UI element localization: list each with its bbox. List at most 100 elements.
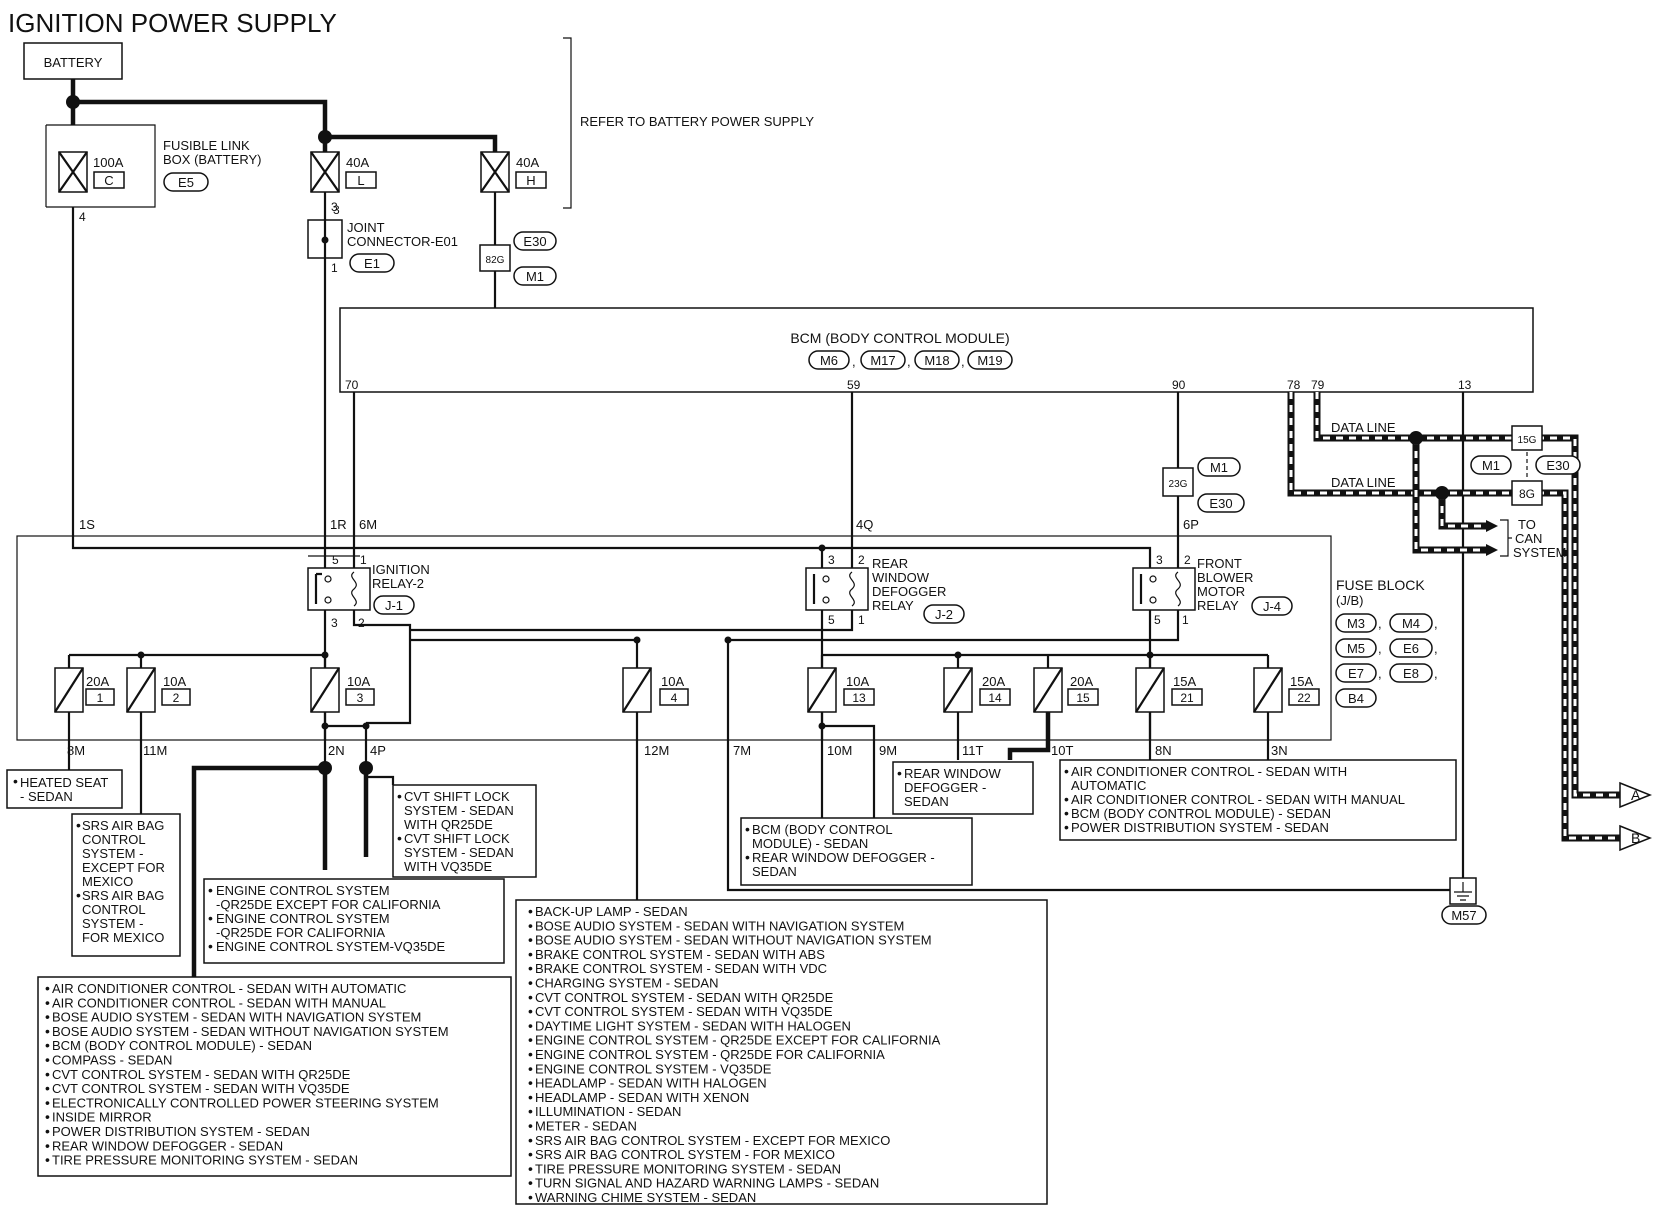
svg-text:13: 13 (852, 691, 866, 705)
svg-text:SYSTEM - SEDAN: SYSTEM - SEDAN (404, 803, 514, 818)
svg-text:•: • (745, 849, 750, 865)
svg-text:DEFOGGER: DEFOGGER (872, 584, 946, 599)
svg-text:SEDAN: SEDAN (752, 864, 797, 879)
fusible-link-40a-h: 40A H (480, 151, 547, 193)
svg-text:ENGINE CONTROL SYSTEM-VQ35DE: ENGINE CONTROL SYSTEM-VQ35DE (216, 939, 446, 954)
svg-text:•: • (76, 887, 81, 903)
list-bullet: • (528, 1046, 533, 1062)
fusible-link-100a: 100A C 4 (58, 151, 125, 224)
fuse-22: 15A 22 (1253, 667, 1320, 713)
to-can-system-line-1: TO (1518, 517, 1536, 532)
list-bullet: • (528, 989, 533, 1005)
svg-text:5: 5 (1154, 613, 1161, 627)
list-bullet: • (528, 1118, 533, 1134)
svg-text:1: 1 (360, 553, 367, 567)
svg-text:2: 2 (1184, 553, 1191, 567)
svg-text:WINDOW: WINDOW (872, 570, 930, 585)
svg-text:M1: M1 (1210, 460, 1228, 475)
list-item: BOSE AUDIO SYSTEM - SEDAN WITH NAVIGATIO… (535, 918, 904, 933)
svg-text:SYSTEM - SEDAN: SYSTEM - SEDAN (404, 845, 514, 860)
list-item: TIRE PRESSURE MONITORING SYSTEM - SEDAN (52, 1153, 358, 1168)
svg-text:2: 2 (358, 616, 365, 630)
list-bullet: • (528, 946, 533, 962)
svg-text:FOR MEXICO: FOR MEXICO (82, 930, 164, 945)
conn-e1 (349, 253, 395, 273)
svg-text:3: 3 (331, 616, 338, 630)
list-bullet: • (528, 1075, 533, 1091)
svg-text:- SEDAN: - SEDAN (20, 789, 73, 804)
list-bullet: • (45, 1123, 50, 1139)
svg-text:3: 3 (333, 203, 340, 217)
svg-text:M18: M18 (924, 353, 949, 368)
svg-text:10A: 10A (846, 674, 869, 689)
svg-text:REAR WINDOW DEFOGGER -: REAR WINDOW DEFOGGER - (752, 850, 935, 865)
ignition-relay-2: 5 1 3 2 IGNITION RELAY-2 J-1 (307, 553, 430, 740)
list-bullet: • (528, 903, 533, 919)
list-item: CVT CONTROL SYSTEM - SEDAN WITH VQ35DE (535, 1004, 833, 1019)
fuse-3: 10A 3 (310, 667, 375, 713)
svg-text:EXCEPT FOR: EXCEPT FOR (82, 860, 165, 875)
list-item: ENGINE CONTROL SYSTEM - QR25DE FOR CALIF… (535, 1047, 885, 1062)
list-item: COMPASS - SEDAN (52, 1053, 172, 1068)
refer-note: REFER TO BATTERY POWER SUPPLY (580, 114, 814, 129)
list-item: BRAKE CONTROL SYSTEM - SEDAN WITH VDC (535, 961, 827, 976)
svg-text:82G: 82G (486, 255, 505, 266)
list-bullet: • (528, 1160, 533, 1176)
junction-dot (66, 95, 80, 109)
svg-text:15A: 15A (1290, 674, 1313, 689)
bcm-pin: 90 (1172, 378, 1186, 392)
svg-text:8N: 8N (1155, 743, 1172, 758)
conn-e30-23g (1197, 493, 1245, 513)
list-item: AIR CONDITIONER CONTROL - SEDAN WITH AUT… (52, 981, 406, 996)
left-list-items: •AIR CONDITIONER CONTROL - SEDAN WITH AU… (45, 980, 449, 1168)
svg-text:SRS AIR BAG: SRS AIR BAG (82, 818, 164, 833)
svg-text:1S: 1S (79, 517, 95, 532)
svg-text:,: , (1434, 666, 1438, 681)
svg-text:8G: 8G (1519, 487, 1535, 501)
fuse-15: 20A 15 (1033, 667, 1099, 713)
svg-text:•: • (208, 938, 213, 954)
svg-text:100A: 100A (93, 155, 124, 170)
list-item: BACK-UP LAMP - SEDAN (535, 904, 688, 919)
svg-text:15G: 15G (1518, 435, 1537, 446)
middle-list-items: •BACK-UP LAMP - SEDAN•BOSE AUDIO SYSTEM … (528, 903, 941, 1205)
svg-text:14: 14 (988, 691, 1002, 705)
svg-text:M3: M3 (1347, 616, 1365, 631)
svg-text:3: 3 (828, 553, 835, 567)
list-item: INSIDE MIRROR (52, 1110, 152, 1125)
wire-1s (71, 207, 1152, 556)
bcm-pin: 59 (847, 378, 861, 392)
fuse-21: 15A 21 (1135, 667, 1203, 713)
svg-text:•: • (76, 817, 81, 833)
list-item: POWER DISTRIBUTION SYSTEM - SEDAN (52, 1124, 310, 1139)
bcm-name: BCM (BODY CONTROL MODULE) (790, 330, 1009, 346)
svg-text:M17: M17 (870, 353, 895, 368)
fuse-14: 20A 14 (943, 667, 1011, 713)
svg-text:J-4: J-4 (1263, 599, 1281, 614)
list-bullet: • (45, 1009, 50, 1025)
svg-text:,: , (1434, 641, 1438, 656)
list-bullet: • (528, 975, 533, 991)
svg-text:MEXICO: MEXICO (82, 874, 133, 889)
svg-text:5: 5 (332, 553, 339, 567)
fuse-block-connectors: M3 M4 M5 E6 E7 E8 B4 ,, ,, ,, (1335, 613, 1438, 708)
fuse-block-outline (16, 535, 1332, 741)
svg-text:REAR WINDOW: REAR WINDOW (904, 766, 1002, 781)
list-item: ENGINE CONTROL SYSTEM - QR25DE EXCEPT FO… (535, 1033, 941, 1048)
rear-window-defogger-relay: 3 2 5 1 REAR WINDOW DEFOGGER RELAY J-2 (805, 553, 965, 740)
svg-text:AUTOMATIC: AUTOMATIC (1071, 778, 1146, 793)
bcm-pin: 70 (345, 378, 359, 392)
wire-7m-ground (726, 640, 1463, 892)
box-right-list: • AIR CONDITIONER CONTROL - SEDAN WITH A… (1059, 759, 1457, 841)
fuse-block-label: FUSE BLOCK (1336, 577, 1425, 593)
list-bullet: • (45, 1023, 50, 1039)
list-item: ENGINE CONTROL SYSTEM - VQ35DE (535, 1061, 772, 1076)
svg-text:BCM (BODY CONTROL MODULE) - SE: BCM (BODY CONTROL MODULE) - SEDAN (1071, 806, 1331, 821)
svg-text:1: 1 (97, 691, 104, 705)
conn-82g (479, 244, 511, 272)
svg-text:11T: 11T (962, 743, 983, 758)
svg-text:IGNITION: IGNITION (372, 562, 430, 577)
joint-connector-label-2: CONNECTOR-E01 (347, 234, 458, 249)
svg-text:H: H (526, 173, 535, 188)
svg-text:1: 1 (331, 261, 338, 275)
